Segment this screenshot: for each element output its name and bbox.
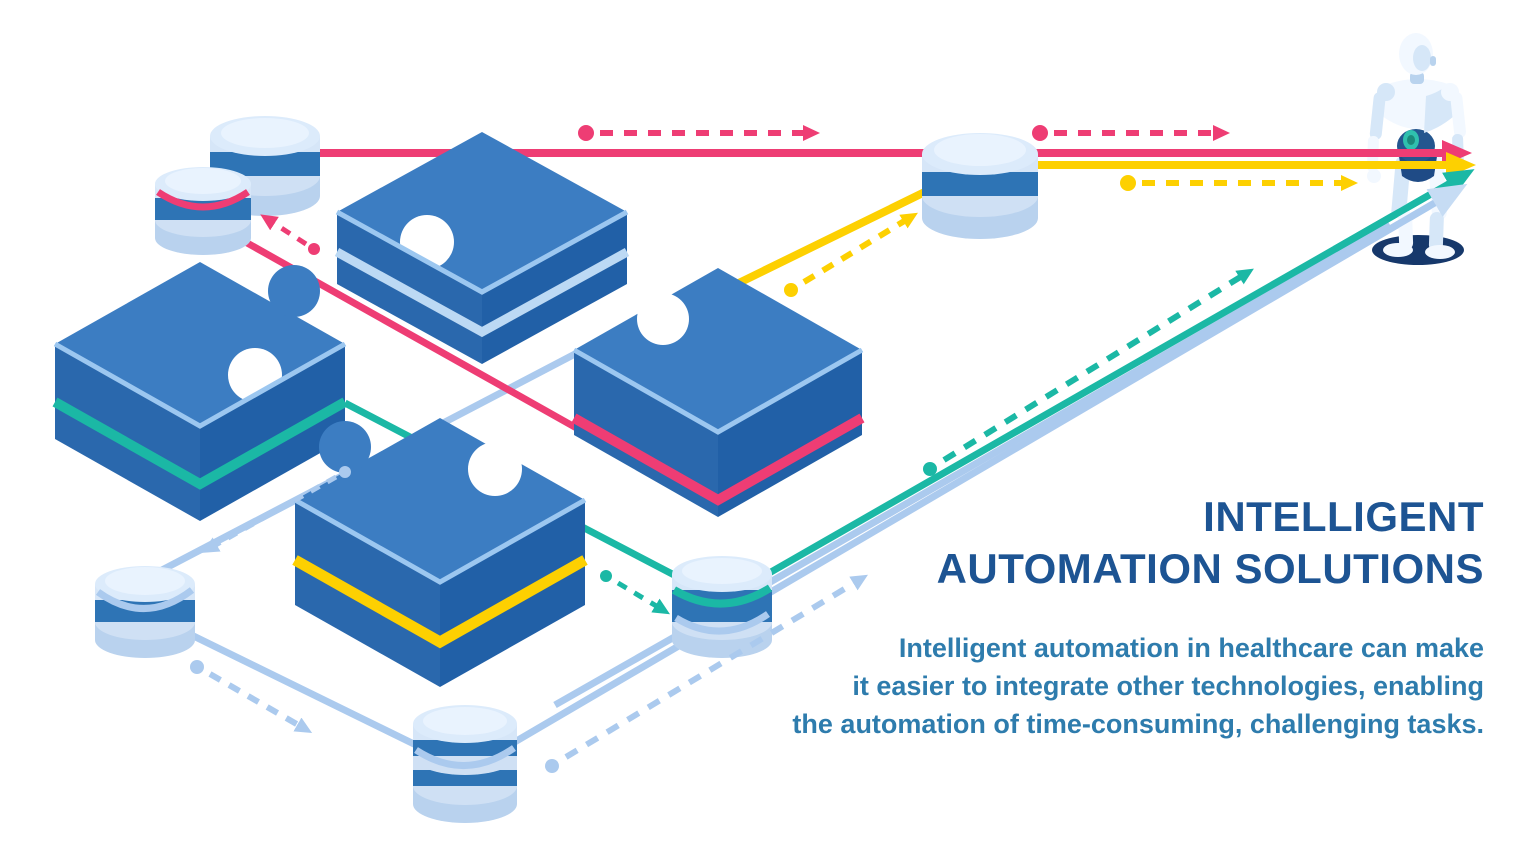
puzzle-socket (468, 442, 522, 496)
robot-foot (1425, 245, 1455, 259)
light-blue-dashed-arrow-2 (201, 474, 338, 553)
title-line-2: AUTOMATION SOLUTIONS (936, 545, 1484, 592)
yellow-stripe (292, 555, 588, 649)
puzzle-knob (268, 265, 320, 317)
robot-hand (1367, 169, 1381, 183)
cylinder-node-center (671, 556, 773, 658)
headline: INTELLIGENT AUTOMATION SOLUTIONS (937, 491, 1484, 595)
pink-wrap (156, 189, 250, 211)
title-line-1: INTELLIGENT (1203, 493, 1484, 540)
light-blue-dashed-arrow-1 (564, 574, 868, 760)
cylinder-node-bottom (413, 705, 517, 823)
light-blue-wrap (414, 745, 516, 769)
light-blue-wrap (674, 611, 770, 635)
pink-stripe (571, 413, 865, 506)
description-line-1: Intelligent automation in healthcare can… (898, 633, 1484, 663)
cylinder-node-top-left-front (155, 167, 251, 255)
description: Intelligent automation in healthcare can… (792, 629, 1484, 743)
cylinder-node-top-right (922, 133, 1038, 239)
teal-dashed-arrow-2 (616, 580, 671, 615)
pink-dashed-arrow-3 (260, 214, 308, 247)
yellow-dashed-arrow-2 (802, 212, 918, 285)
cylinder-node-left (95, 566, 195, 658)
flow-arrowheads (1328, 140, 1476, 268)
light-blue-stripe (334, 248, 630, 338)
light-blue-arrow (1328, 183, 1468, 268)
light-blue-dashed-arrow-3 (208, 671, 313, 734)
dashed-arrows (190, 125, 1358, 773)
robot-hand (1448, 167, 1462, 181)
puzzle-piece-front (292, 418, 588, 687)
teal-stripe (52, 397, 348, 490)
puzzle-piece-left (52, 262, 348, 521)
puzzle-piece-right (571, 268, 865, 517)
robot-foot (1383, 243, 1413, 257)
description-line-2: it easier to integrate other technologie… (852, 671, 1484, 701)
light-blue-wrap (95, 587, 195, 612)
teal-dashed-arrow-1 (942, 268, 1254, 463)
puzzle-piece-back (334, 132, 630, 364)
description-line-3: the automation of time-consuming, challe… (792, 709, 1484, 739)
puzzle-socket (637, 293, 689, 345)
puzzle-knob (319, 421, 371, 473)
teal-wrap (671, 584, 773, 608)
